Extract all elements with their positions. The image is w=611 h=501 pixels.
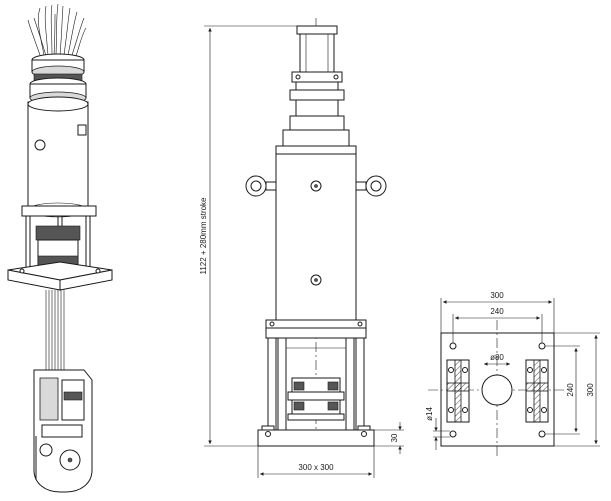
- cylinder-body: [275, 153, 357, 321]
- base-width-dimension: 300 x 300: [257, 446, 375, 478]
- right-column: [355, 337, 365, 431]
- cable-strands: [45, 290, 65, 375]
- bolt-spacing-vertical-dimension: 240: [545, 345, 580, 435]
- bore-diameter-dimension: ø80: [484, 353, 510, 366]
- height-stroke-label: 1122 + 280mm stroke: [199, 197, 208, 275]
- base-size-label: 300 x 300: [298, 463, 334, 472]
- cylinder-top-flange: [275, 145, 357, 155]
- bolt-hole-icon: [449, 342, 457, 350]
- port-fitting: [77, 124, 87, 136]
- bolt-hole-diameter-label: ø14: [425, 407, 434, 421]
- bolt-hole-diameter-dimension: ø14: [425, 407, 450, 450]
- isometric-view: [7, 3, 113, 493]
- bolt-spacing-vertical-label: 240: [566, 383, 575, 397]
- top-cap: [296, 25, 338, 35]
- front-elevation: [245, 18, 387, 447]
- mid-flange: [265, 319, 367, 329]
- plate-height-label: 300: [586, 383, 595, 397]
- base-thickness-dimension: 30: [374, 422, 404, 454]
- plate-height-dimension: 300: [554, 332, 600, 447]
- bolt-hole-icon: [538, 430, 546, 438]
- bolt-spacing-horizontal-dimension: 240: [452, 307, 543, 343]
- lifting-eye-icon: [34, 139, 46, 151]
- left-column: [267, 337, 277, 431]
- cable-bundle: [27, 3, 87, 57]
- bolt-hole-icon: [538, 342, 546, 350]
- main-cylinder-body: [27, 101, 89, 211]
- bolt-spacing-horizontal-label: 240: [490, 307, 504, 316]
- base-thickness-label: 30: [390, 433, 399, 442]
- bore-diameter-label: ø80: [490, 353, 504, 362]
- bolt-hole-icon: [449, 430, 457, 438]
- plate-width-label: 300: [490, 291, 504, 300]
- height-dimension: 1122 + 280mm stroke: [199, 25, 297, 447]
- plan-view: [428, 320, 566, 458]
- inner-clamp: [35, 225, 81, 241]
- plate-width-dimension: 300: [440, 291, 555, 333]
- upper-frame-plate: [21, 205, 97, 217]
- central-bore: [481, 374, 513, 406]
- base-plate-front: [257, 429, 375, 447]
